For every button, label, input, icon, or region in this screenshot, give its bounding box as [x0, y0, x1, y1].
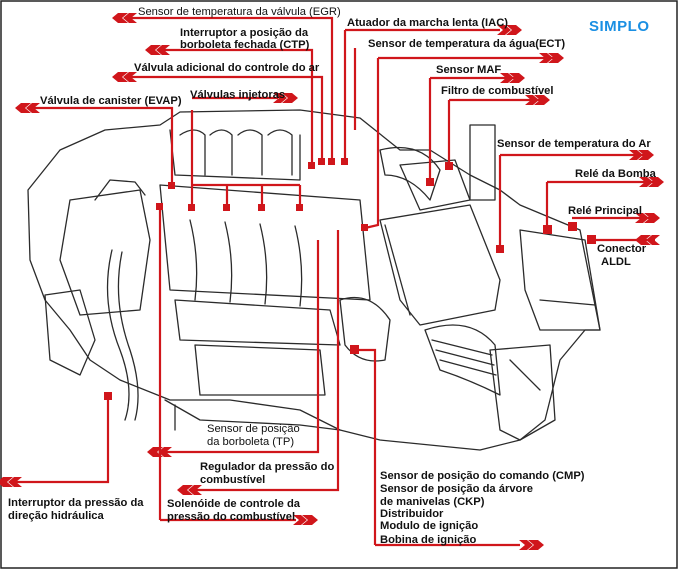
label-distribuidor: Distribuidor	[380, 508, 444, 520]
label-maf: Sensor MAF	[436, 64, 502, 76]
label-ect: Sensor de temperatura da água(ECT)	[368, 38, 566, 50]
pointer-lines	[10, 16, 660, 547]
label-ckp-1: Sensor de posição da árvore	[380, 483, 533, 495]
brand-logo: SIMPLO	[589, 18, 650, 35]
label-regulador-1: Regulador da pressão do	[200, 461, 335, 473]
label-egr: Sensor de temperatura da válvula (EGR)	[138, 6, 341, 18]
label-tp-2: da borboleta (TP)	[207, 436, 295, 448]
label-ctp-1: Interruptor a posição da	[180, 27, 309, 39]
label-conector: Conector	[597, 243, 647, 255]
label-evap: Válvula de canister (EVAP)	[40, 95, 182, 107]
label-modulo: Modulo de ignição	[380, 520, 479, 532]
label-regulador-2: combustível	[200, 474, 266, 486]
label-temp-ar: Sensor de temperatura do Ar	[497, 138, 651, 150]
label-rele-principal: Relé Principal	[568, 205, 642, 217]
label-aldl: ALDL	[601, 256, 631, 268]
sensor-markers	[104, 158, 596, 400]
label-filtro: Filtro de combustível	[441, 85, 554, 97]
label-injetoras: Válvulas injetoras	[190, 89, 286, 101]
engine-drawing	[27, 109, 601, 451]
label-ckp-2: de manivelas (CKP)	[380, 496, 485, 508]
label-tp-1: Sensor de posição	[207, 423, 300, 435]
label-iac: Atuador da marcha lenta (IAC)	[347, 17, 509, 29]
label-ctp-2: borboleta fechada (CTP)	[180, 39, 310, 51]
label-valvula-adicional: Válvula adicional do controle do ar	[134, 62, 320, 74]
label-solenoide-2: pressão do combustível	[167, 511, 296, 523]
label-cmp: Sensor de posição do comando (CMP)	[380, 470, 585, 482]
label-rele-bomba: Relé da Bomba	[575, 168, 656, 180]
label-bobina: Bobina de ignição	[380, 534, 477, 546]
label-direcao-2: direção hidráulica	[8, 510, 104, 522]
label-solenoide-1: Solenóide de controle da	[167, 498, 301, 510]
label-direcao-1: Interruptor da pressão da	[8, 497, 144, 509]
